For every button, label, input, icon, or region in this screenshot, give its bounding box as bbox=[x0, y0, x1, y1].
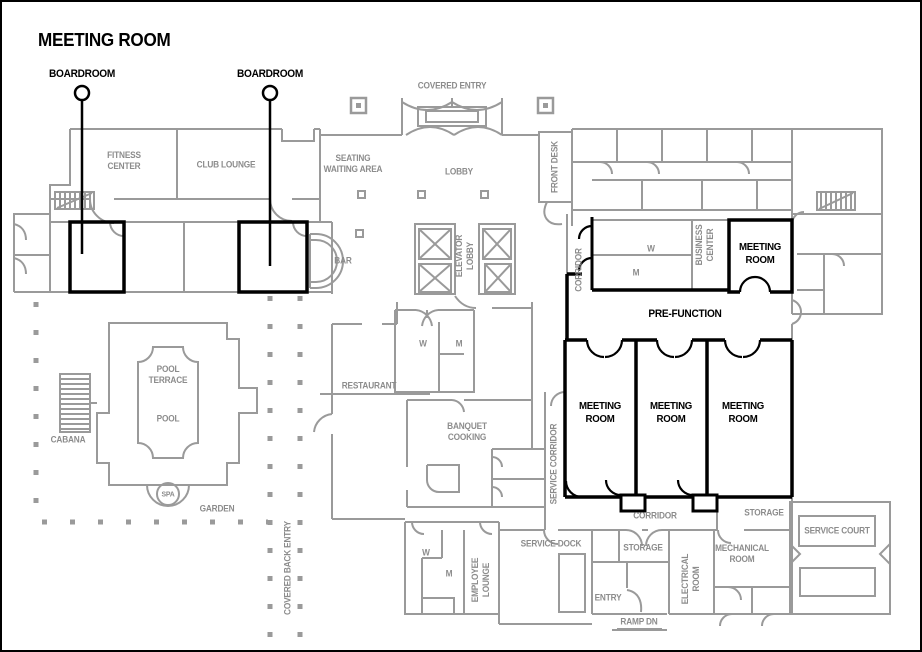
room-label-pool: POOL bbox=[156, 413, 180, 424]
room-label-mechanical-room: MECHANICAL ROOM bbox=[715, 542, 769, 564]
room-label-storage-ne: STORAGE bbox=[744, 507, 784, 518]
boardroom-callout-circle-right bbox=[261, 84, 279, 102]
gray-walls bbox=[13, 98, 891, 631]
room-label-meeting-room-2: MEETING ROOM bbox=[649, 399, 693, 425]
room-label-electrical-room: ELECTRICAL ROOM bbox=[679, 553, 701, 605]
room-label-seating-waiting-area: SEATING WAITING AREA bbox=[323, 152, 383, 174]
room-label-corridor-mid: CORRIDOR bbox=[573, 248, 584, 292]
room-label-restaurant: RESTAURANT bbox=[341, 380, 397, 391]
room-label-service-court: SERVICE COURT bbox=[804, 525, 870, 536]
room-label-business-center: BUSINESS CENTER bbox=[693, 224, 715, 266]
room-label-elevator-lobby: ELEVATOR LOBBY bbox=[453, 234, 475, 278]
room-label-entry: ENTRY bbox=[594, 592, 622, 603]
room-label-meeting-room-3: MEETING ROOM bbox=[721, 399, 765, 425]
column-markers bbox=[349, 96, 555, 238]
room-label-m-center: M bbox=[455, 338, 463, 349]
room-label-w-employee: W bbox=[422, 547, 430, 558]
room-label-spa: SPA bbox=[161, 489, 175, 499]
room-label-club-lounge: CLUB LOUNGE bbox=[196, 159, 256, 170]
room-label-service-dock: SERVICE DOCK bbox=[520, 538, 582, 549]
room-label-employee-lounge: EMPLOYEE LOUNGE bbox=[469, 557, 491, 603]
callout-boardroom-right: BOARDROOM bbox=[236, 68, 304, 81]
room-label-lobby: LOBBY bbox=[444, 166, 474, 177]
room-label-front-desk: FRONT DESK bbox=[549, 141, 560, 193]
room-label-w-center: W bbox=[419, 338, 427, 349]
boardroom-callouts bbox=[73, 84, 279, 266]
room-label-pool-terrace: POOL TERRACE bbox=[148, 363, 188, 385]
room-label-covered-back-entry: COVERED BACK ENTRY bbox=[282, 521, 293, 615]
elevator-icons bbox=[418, 228, 512, 293]
callout-boardroom-left: BOARDROOM bbox=[48, 68, 116, 81]
room-label-garden: GARDEN bbox=[199, 503, 235, 514]
room-label-banquet-cooking: BANQUET COOKING bbox=[447, 420, 487, 442]
boardroom-callout-circle-left bbox=[73, 84, 91, 102]
room-label-storage-mid: STORAGE bbox=[623, 542, 663, 553]
room-label-corridor-bottom: CORRIDOR bbox=[633, 510, 677, 521]
stair-icons bbox=[54, 191, 856, 211]
room-label-meeting-room-top-right: MEETING ROOM bbox=[738, 240, 782, 266]
pool-area bbox=[59, 322, 258, 507]
room-label-service-corridor: SERVICE CORRIDOR bbox=[548, 423, 559, 505]
room-label-ramp-dn: RAMP DN bbox=[620, 616, 658, 627]
fence-dots bbox=[33, 296, 303, 644]
room-label-cabana: CABANA bbox=[50, 434, 86, 445]
page-title: MEETING ROOM bbox=[38, 30, 171, 50]
room-label-pre-function: PRE-FUNCTION bbox=[648, 308, 722, 321]
room-label-covered-entry: COVERED ENTRY bbox=[417, 80, 487, 91]
room-label-m-employee: M bbox=[445, 568, 453, 579]
room-label-fitness-center: FITNESS CENTER bbox=[107, 149, 141, 171]
room-label-w-upper: W bbox=[647, 243, 655, 254]
room-label-bar: BAR bbox=[334, 255, 352, 266]
room-label-meeting-room-1: MEETING ROOM bbox=[578, 399, 622, 425]
room-label-m-upper: M bbox=[632, 267, 640, 278]
highlighted-rooms bbox=[68, 217, 794, 513]
